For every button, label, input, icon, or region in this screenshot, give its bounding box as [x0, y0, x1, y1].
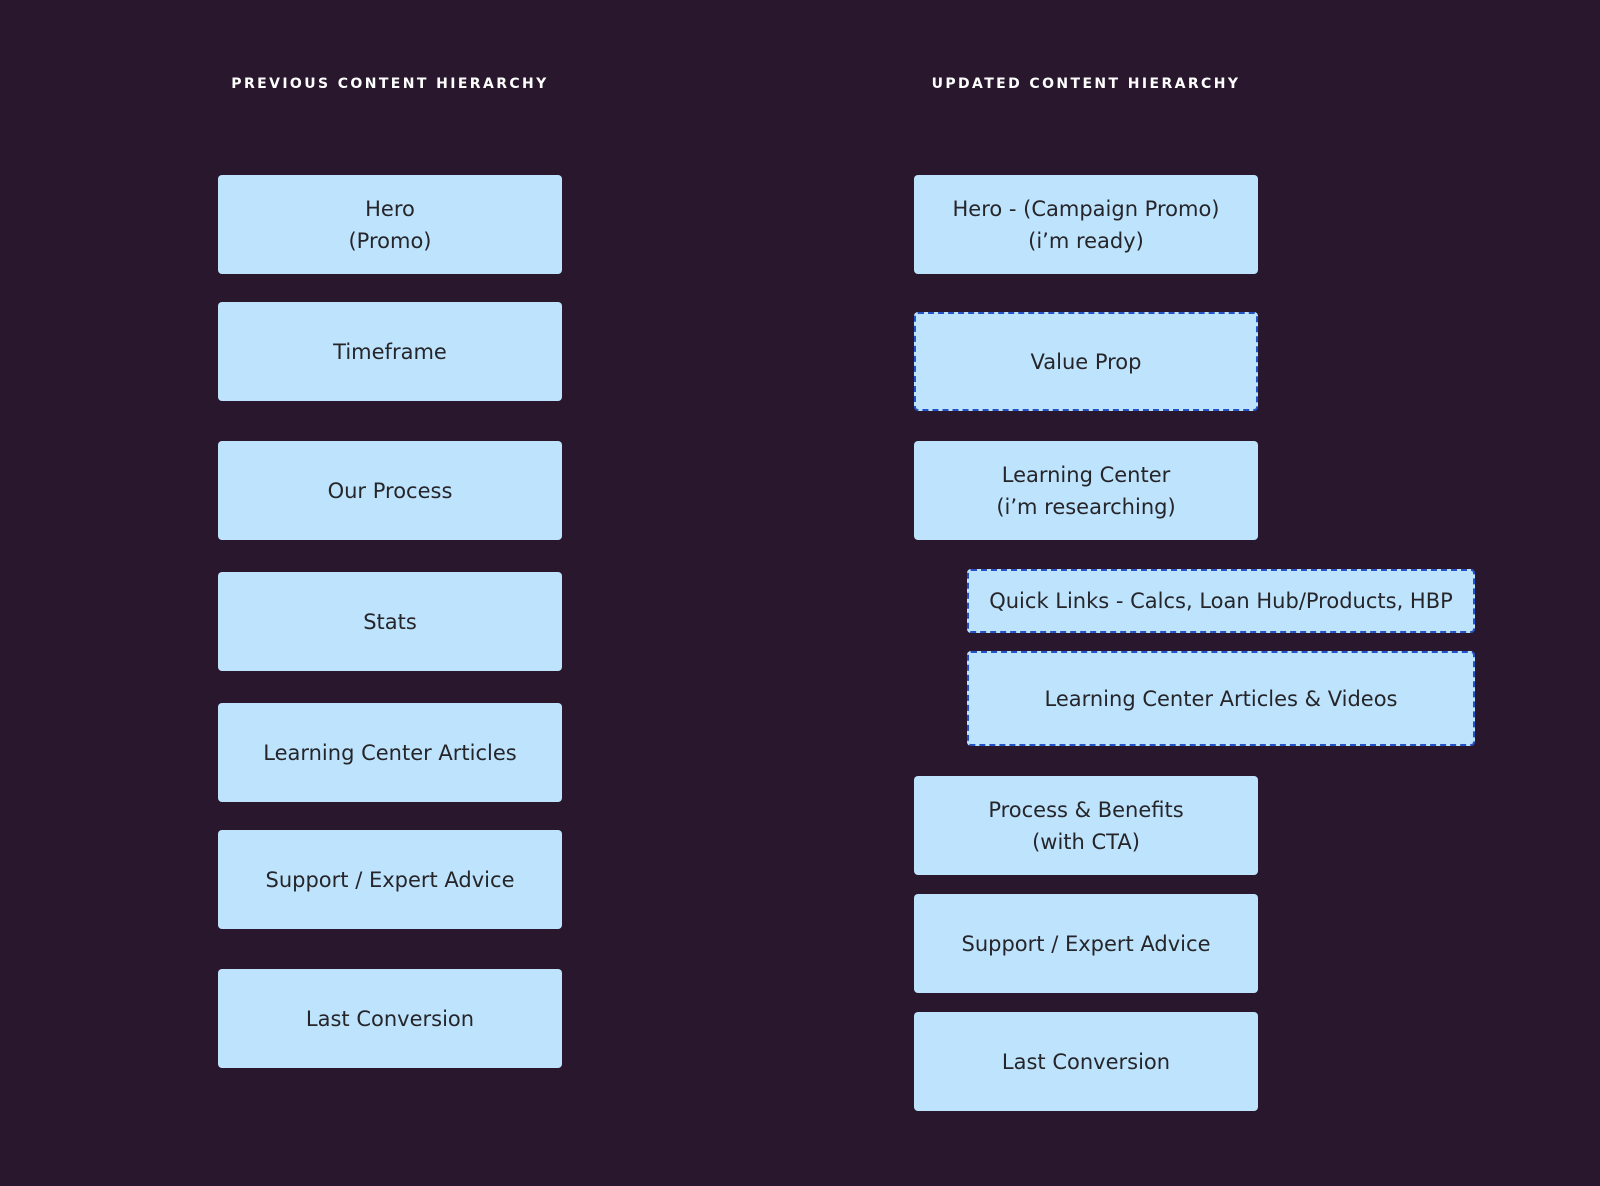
- previous-hero-sublabel: (Promo): [348, 228, 432, 253]
- updated-last-conversion-box: Last Conversion: [914, 1012, 1258, 1111]
- previous-stats-label: Stats: [363, 609, 417, 634]
- previous-stats-box: Stats: [218, 572, 562, 671]
- updated-last-conversion-label: Last Conversion: [1001, 1049, 1171, 1074]
- updated-process-benefits-box: Process & Benefits (with CTA): [914, 776, 1258, 875]
- updated-support-box: Support / Expert Advice: [914, 894, 1258, 993]
- previous-support-label: Support / Expert Advice: [265, 867, 515, 892]
- updated-hero-box: Hero - (Campaign Promo) (i’m ready): [914, 175, 1258, 274]
- updated-quick-links-box: Quick Links - Calcs, Loan Hub/Products, …: [967, 569, 1475, 633]
- updated-hierarchy-title: UPDATED CONTENT HIERARCHY: [931, 76, 1241, 92]
- updated-hero-label: Hero - (Campaign Promo): [952, 196, 1220, 221]
- updated-value-prop-box: Value Prop: [914, 312, 1258, 411]
- updated-articles-videos-box: Learning Center Articles & Videos: [967, 651, 1475, 746]
- previous-hero-box: Hero (Promo): [218, 175, 562, 274]
- previous-timeframe-box: Timeframe: [218, 302, 562, 401]
- updated-support-label: Support / Expert Advice: [961, 931, 1211, 956]
- updated-learning-center-box: Learning Center (i’m researching): [914, 441, 1258, 540]
- previous-our-process-box: Our Process: [218, 441, 562, 540]
- previous-our-process-label: Our Process: [327, 478, 453, 503]
- updated-quick-links-label: Quick Links - Calcs, Loan Hub/Products, …: [989, 589, 1453, 613]
- previous-learning-center-articles-label: Learning Center Articles: [263, 740, 517, 765]
- updated-hero-sublabel: (i’m ready): [1028, 228, 1144, 253]
- previous-hierarchy-title: PREVIOUS CONTENT HIERARCHY: [231, 76, 549, 92]
- previous-learning-center-articles-box: Learning Center Articles: [218, 703, 562, 802]
- updated-learning-center-label: Learning Center: [1001, 462, 1171, 487]
- previous-hero-label: Hero: [365, 196, 415, 221]
- updated-process-benefits-label: Process & Benefits: [988, 797, 1184, 822]
- updated-learning-center-sublabel: (i’m researching): [996, 494, 1176, 519]
- previous-last-conversion-box: Last Conversion: [218, 969, 562, 1068]
- updated-articles-videos-label: Learning Center Articles & Videos: [1044, 686, 1398, 711]
- previous-support-box: Support / Expert Advice: [218, 830, 562, 929]
- updated-process-benefits-sublabel: (with CTA): [1032, 829, 1140, 854]
- updated-value-prop-label: Value Prop: [1030, 349, 1142, 374]
- previous-timeframe-label: Timeframe: [333, 339, 447, 364]
- previous-last-conversion-label: Last Conversion: [305, 1006, 475, 1031]
